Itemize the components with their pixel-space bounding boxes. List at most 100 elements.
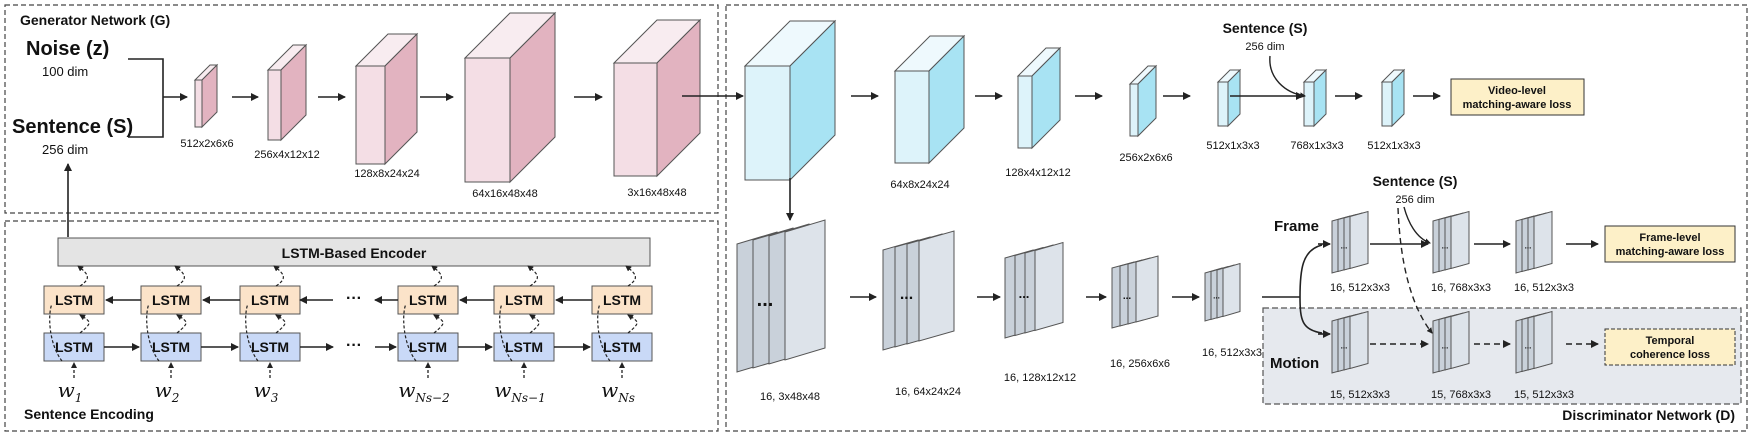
motion-branch-stack-1: ... [1331, 310, 1369, 374]
frame-stack-1: ... [736, 219, 826, 373]
lstm-cell-top-label-2: LSTM [152, 292, 190, 308]
generator-block-2 [266, 43, 308, 142]
frame-loss-box [1604, 225, 1736, 263]
token-3: w3 [254, 378, 279, 405]
disc-video-block-7 [1380, 68, 1406, 128]
lstm-to-encoder-5 [527, 265, 538, 287]
disc-video-block-2 [893, 34, 966, 165]
branch-split [1262, 244, 1323, 334]
lstm-loop-2 [146, 303, 160, 362]
token-1: w1 [58, 378, 83, 405]
frame-branch-stack-3: ... [1515, 210, 1553, 274]
lstm-cell-top-5 [493, 285, 555, 315]
lstm-link-5 [529, 314, 540, 334]
token-4: wNs−2 [398, 378, 449, 405]
token-sub-3: 3 [271, 391, 279, 405]
generator-block-label-2: 256x4x12x12 [254, 149, 319, 161]
lstm-loop-1 [49, 303, 63, 362]
token-sub-1: 1 [75, 391, 83, 405]
frame-stack-2: ... [882, 230, 955, 351]
frame-branch-stack-3-dots: ... [1525, 242, 1532, 251]
frame-sentence-label: Sentence (S) [1373, 173, 1458, 189]
lstm-cell-bottom-label-5: LSTM [505, 339, 543, 355]
frame-stack-4-dots: ... [1123, 291, 1132, 302]
frame-branch-stack-1-dots: ... [1341, 242, 1348, 251]
discriminator-title: Discriminator Network (D) [1562, 407, 1735, 423]
lstm-to-encoder-2 [174, 265, 185, 287]
motion-branch-stack-3: ... [1515, 310, 1553, 374]
generator-block-5 [612, 18, 702, 178]
video-loss-line2: matching-aware loss [1463, 99, 1572, 111]
video-sentence-arrow [1269, 55, 1306, 99]
lstm-cell-bottom-label-2: LSTM [152, 339, 190, 355]
temporal-loss-line2: coherence loss [1630, 349, 1710, 361]
lstm-loop-4 [403, 303, 417, 362]
frame-loss-line2: matching-aware loss [1616, 246, 1725, 258]
frame-stack-2-dots: ... [900, 286, 913, 303]
disc-video-label-1: 64x8x24x24 [890, 179, 949, 191]
video-loss-box [1450, 78, 1585, 116]
frame-branch-label-1: 16, 512x3x3 [1330, 282, 1390, 294]
motion-branch-label-2: 15, 768x3x3 [1431, 389, 1491, 401]
disc-video-label-2: 128x4x12x12 [1005, 167, 1070, 179]
frame-stack-label-1: 16, 3x48x48 [760, 391, 820, 403]
sentence-dim: 256 dim [42, 142, 88, 157]
motion-branch-label-1: 15, 512x3x3 [1330, 389, 1390, 401]
generator-panel [4, 4, 719, 214]
frame-branch-stack-2: ... [1432, 210, 1470, 274]
frame-sentence-arrow [1403, 206, 1431, 245]
noise-label: Noise (z) [26, 38, 109, 60]
lstm-cell-bottom-label-3: LSTM [251, 339, 289, 355]
frame-branch-label-2: 16, 768x3x3 [1431, 282, 1491, 294]
disc-video-block-5 [1216, 68, 1242, 128]
sentence-label: Sentence (S) [12, 116, 133, 138]
frame-branch-label: Frame [1274, 218, 1319, 235]
lstm-link-2 [176, 314, 187, 334]
disc-video-label-6: 512x1x3x3 [1367, 140, 1420, 152]
lstm-cell-top-label-5: LSTM [505, 292, 543, 308]
temporal-loss-box [1604, 328, 1736, 366]
video-sentence-dim: 256 dim [1245, 41, 1284, 53]
motion-branch-stack-2: ... [1432, 310, 1470, 374]
frame-stack-3-dots: ... [1019, 286, 1030, 301]
lstm-to-encoder-1 [77, 265, 88, 287]
ellipsis-bottom: ··· [346, 337, 362, 354]
generator-block-label-5: 3x16x48x48 [627, 187, 686, 199]
frame-stack-4: ... [1111, 255, 1159, 329]
generator-block-label-3: 128x8x24x24 [354, 168, 419, 180]
lstm-cell-top-label-4: LSTM [409, 292, 447, 308]
frame-loss-line1: Frame-level [1639, 232, 1700, 244]
motion-branch-stack-1-dots: ... [1341, 342, 1348, 351]
lstm-cell-top-2 [140, 285, 202, 315]
lstm-link-3 [275, 314, 286, 334]
disc-video-block-4 [1128, 64, 1158, 138]
lstm-link-1 [79, 314, 90, 334]
frame-stack-label-2: 16, 64x24x24 [895, 386, 961, 398]
disc-video-block-6 [1302, 68, 1328, 128]
disc-video-label-5: 768x1x3x3 [1290, 140, 1343, 152]
lstm-to-encoder-4 [431, 265, 442, 287]
lstm-cell-top-label-3: LSTM [251, 292, 289, 308]
token-sub-5: Ns−1 [510, 391, 545, 405]
token-6: wNs [601, 378, 635, 405]
lstm-cell-top-1 [43, 285, 105, 315]
frame-stack-label-5: 16, 512x3x3 [1202, 347, 1262, 359]
disc-video-block-3 [1016, 46, 1062, 150]
lstm-to-encoder-3 [273, 265, 284, 287]
video-sentence-label: Sentence (S) [1223, 20, 1308, 36]
token-5: wNs−1 [494, 378, 545, 405]
frame-stack-label-4: 16, 256x6x6 [1110, 358, 1170, 370]
frame-stack-3: ... [1004, 241, 1064, 339]
motion-branch-stack-3-dots: ... [1525, 342, 1532, 351]
discriminator-panel [725, 4, 1748, 432]
generator-block-label-4: 64x16x48x48 [472, 188, 537, 200]
lstm-cell-bottom-label-6: LSTM [603, 339, 641, 355]
generator-block-1 [193, 63, 219, 129]
encoder-title: Sentence Encoding [24, 406, 154, 422]
lstm-cell-top-label-1: LSTM [55, 292, 93, 308]
motion-branch-stack-2-dots: ... [1442, 342, 1449, 351]
noise-dim: 100 dim [42, 64, 88, 79]
frame-stack-5: ... [1204, 262, 1241, 322]
encoder-panel [4, 220, 719, 432]
lstm-cell-top-4 [397, 285, 459, 315]
